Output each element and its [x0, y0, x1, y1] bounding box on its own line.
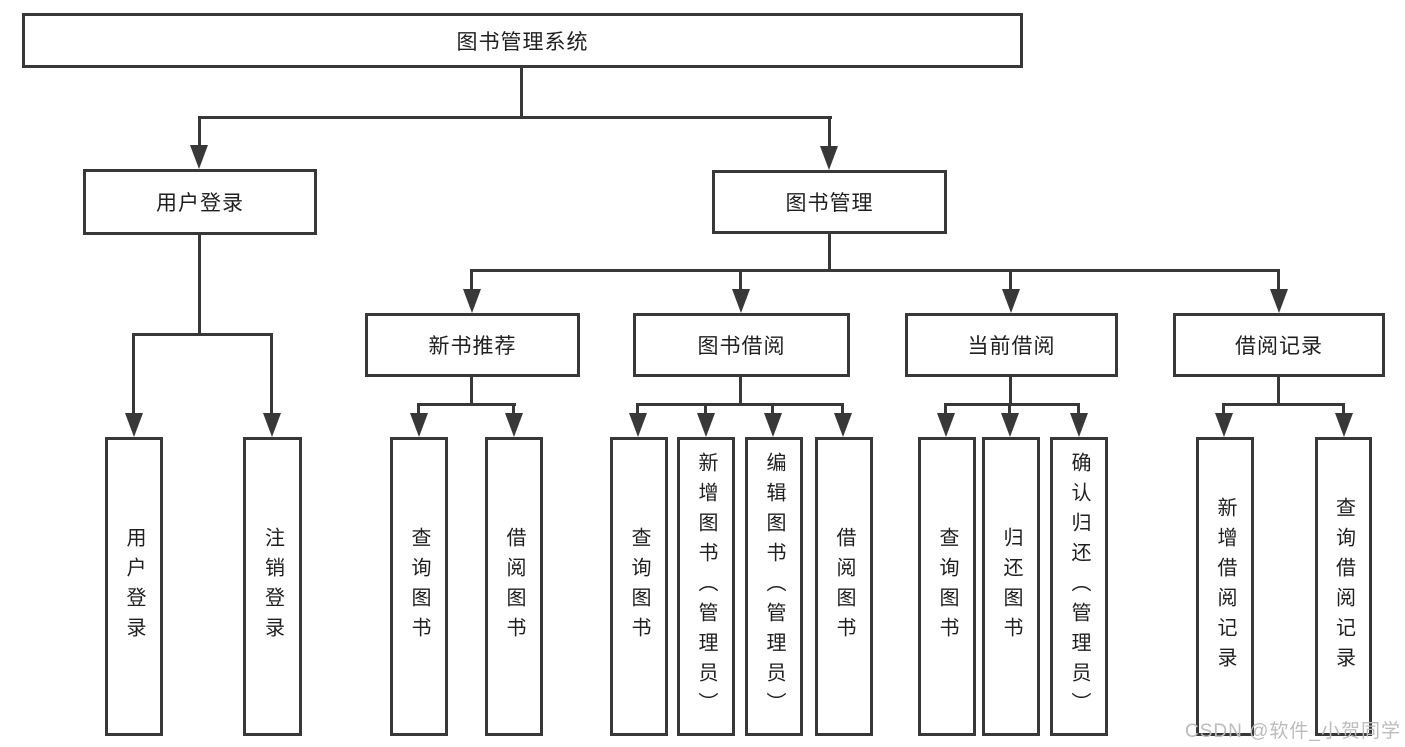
connector-line: [417, 403, 420, 414]
leaf-current-query-books: 查询图书: [918, 437, 976, 736]
node-borrowing-records-label: 借阅记录: [1235, 335, 1323, 358]
arrow-down-icon: [820, 146, 838, 170]
leaf-current-confirm-return-admin-label: 确认归还（管理员）: [1068, 451, 1090, 722]
arrow-down-icon: [732, 289, 750, 313]
leaf-newbooks-borrow-books-label: 借阅图书: [503, 526, 525, 647]
node-book-management-label: 图书管理: [785, 192, 874, 215]
csdn-watermark: CSDN @软件_小贺同学: [1185, 721, 1401, 742]
leaf-records-add-record: 新增借阅记录: [1196, 437, 1254, 736]
leaf-records-query-record-label: 查询借阅记录: [1332, 496, 1355, 677]
connector-line: [739, 269, 742, 290]
node-new-book-recommend: 新书推荐: [365, 313, 580, 377]
connector-line: [1342, 403, 1345, 414]
node-book-borrowing: 图书借阅: [633, 313, 850, 377]
connector-line: [470, 377, 473, 406]
connector-line: [198, 235, 201, 336]
leaf-borrow-query-books-label: 查询图书: [628, 526, 650, 647]
connector-line: [944, 403, 947, 414]
connector-line: [470, 269, 1280, 272]
leaf-logout-label: 注销登录: [261, 526, 284, 647]
connector-line: [828, 116, 831, 147]
connector-line: [1222, 403, 1225, 414]
arrow-down-icon: [937, 413, 955, 437]
leaf-borrow-borrow-books: 借阅图书: [815, 437, 873, 736]
connector-line: [198, 116, 832, 119]
connector-line: [132, 333, 273, 336]
connector-line: [417, 403, 516, 406]
leaf-borrow-query-books: 查询图书: [610, 437, 668, 736]
node-user-login-label: 用户登录: [156, 192, 244, 215]
arrow-down-icon: [410, 413, 428, 437]
connector-line: [828, 234, 831, 272]
arrow-down-icon: [629, 413, 647, 437]
connector-line: [270, 333, 273, 413]
arrow-down-icon: [263, 413, 281, 437]
arrow-down-icon: [1270, 289, 1288, 313]
connector-line: [132, 333, 135, 413]
node-book-management: 图书管理: [712, 170, 947, 234]
arrow-down-icon: [1001, 413, 1019, 437]
arrow-down-icon: [463, 289, 481, 313]
arrow-down-icon: [505, 413, 523, 437]
leaf-logout: 注销登录: [243, 437, 302, 736]
arrow-down-icon: [697, 413, 715, 437]
connector-line: [739, 377, 742, 406]
node-root-label: 图书管理系统: [456, 30, 589, 54]
leaf-borrow-borrow-books-label: 借阅图书: [833, 526, 855, 647]
connector-line: [470, 269, 473, 290]
leaf-records-query-record: 查询借阅记录: [1315, 437, 1372, 736]
node-borrowing-records: 借阅记录: [1173, 313, 1385, 377]
node-book-borrowing-label: 图书借阅: [697, 335, 786, 358]
arrow-down-icon: [1070, 413, 1088, 437]
arrow-down-icon: [1002, 289, 1020, 313]
connector-line: [1277, 269, 1280, 290]
leaf-user-login: 用户登录: [105, 437, 163, 736]
arrow-down-icon: [834, 413, 852, 437]
connector-line: [520, 68, 523, 118]
arrow-down-icon: [1215, 413, 1233, 437]
connector-line: [1009, 269, 1012, 290]
leaf-borrow-edit-books-admin: 编辑图书（管理员）: [745, 437, 803, 736]
connector-line: [636, 403, 843, 406]
leaf-user-login-label: 用户登录: [123, 526, 145, 647]
leaf-records-add-record-label: 新增借阅记录: [1214, 496, 1236, 677]
connector-line: [944, 403, 1079, 406]
leaf-borrow-add-books-admin: 新增图书（管理员）: [677, 437, 735, 736]
leaf-newbooks-query-books: 查询图书: [390, 437, 448, 736]
leaf-borrow-add-books-admin-label: 新增图书（管理员）: [695, 451, 717, 722]
connector-line: [704, 403, 707, 414]
node-current-borrowing: 当前借阅: [905, 313, 1118, 377]
leaf-newbooks-borrow-books: 借阅图书: [485, 437, 543, 736]
leaf-borrow-edit-books-admin-label: 编辑图书（管理员）: [763, 451, 785, 722]
leaf-current-query-books-label: 查询图书: [936, 526, 958, 647]
connector-line: [636, 403, 639, 414]
node-current-borrowing-label: 当前借阅: [967, 335, 1056, 358]
arrow-down-icon: [1335, 413, 1353, 437]
arrow-down-icon: [125, 413, 143, 437]
connector-line: [198, 116, 201, 147]
connector-line: [1222, 403, 1345, 406]
connector-line: [841, 403, 844, 414]
connector-line: [771, 403, 774, 414]
node-new-book-recommend-label: 新书推荐: [428, 335, 517, 358]
connector-line: [1008, 403, 1011, 414]
connector-line: [1277, 377, 1280, 406]
node-root: 图书管理系统: [22, 13, 1023, 68]
leaf-current-confirm-return-admin: 确认归还（管理员）: [1050, 437, 1108, 736]
connector-line: [1077, 403, 1080, 414]
leaf-current-return-books: 归还图书: [982, 437, 1040, 736]
leaf-current-return-books-label: 归还图书: [1000, 526, 1022, 647]
connector-line: [1009, 377, 1012, 406]
arrow-down-icon: [764, 413, 782, 437]
node-user-login: 用户登录: [83, 169, 317, 235]
arrow-down-icon: [190, 145, 208, 169]
leaf-newbooks-query-books-label: 查询图书: [408, 526, 430, 647]
connector-line: [512, 403, 515, 414]
